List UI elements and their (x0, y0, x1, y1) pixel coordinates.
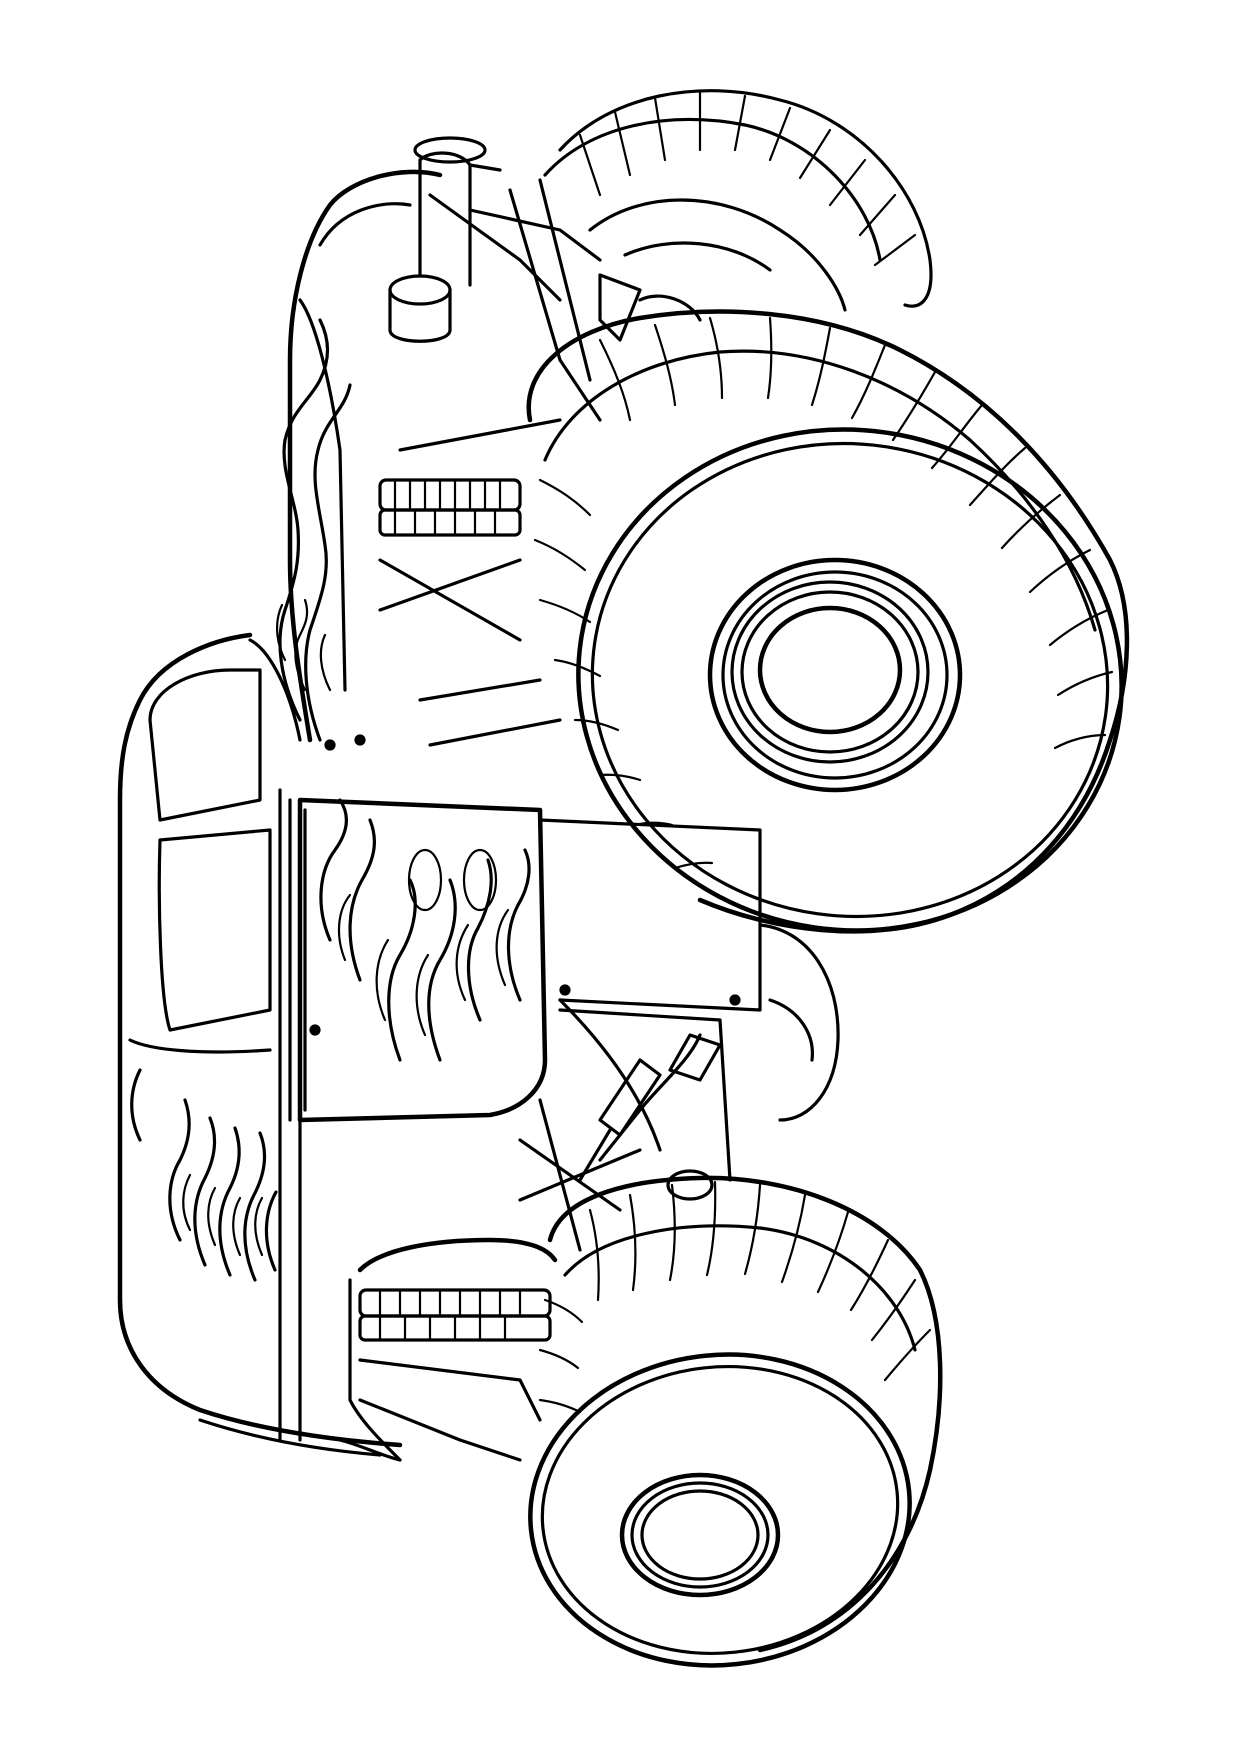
hood-flames (276, 318, 352, 742)
front-top-tire (526, 309, 1130, 934)
cab-flames (130, 1068, 278, 1282)
far-top-tire (543, 89, 933, 312)
door-flames (319, 798, 531, 1062)
far-rear-tire (758, 923, 840, 1122)
truck-body (117, 136, 762, 1462)
rear-bottom-tire (528, 1175, 943, 1668)
